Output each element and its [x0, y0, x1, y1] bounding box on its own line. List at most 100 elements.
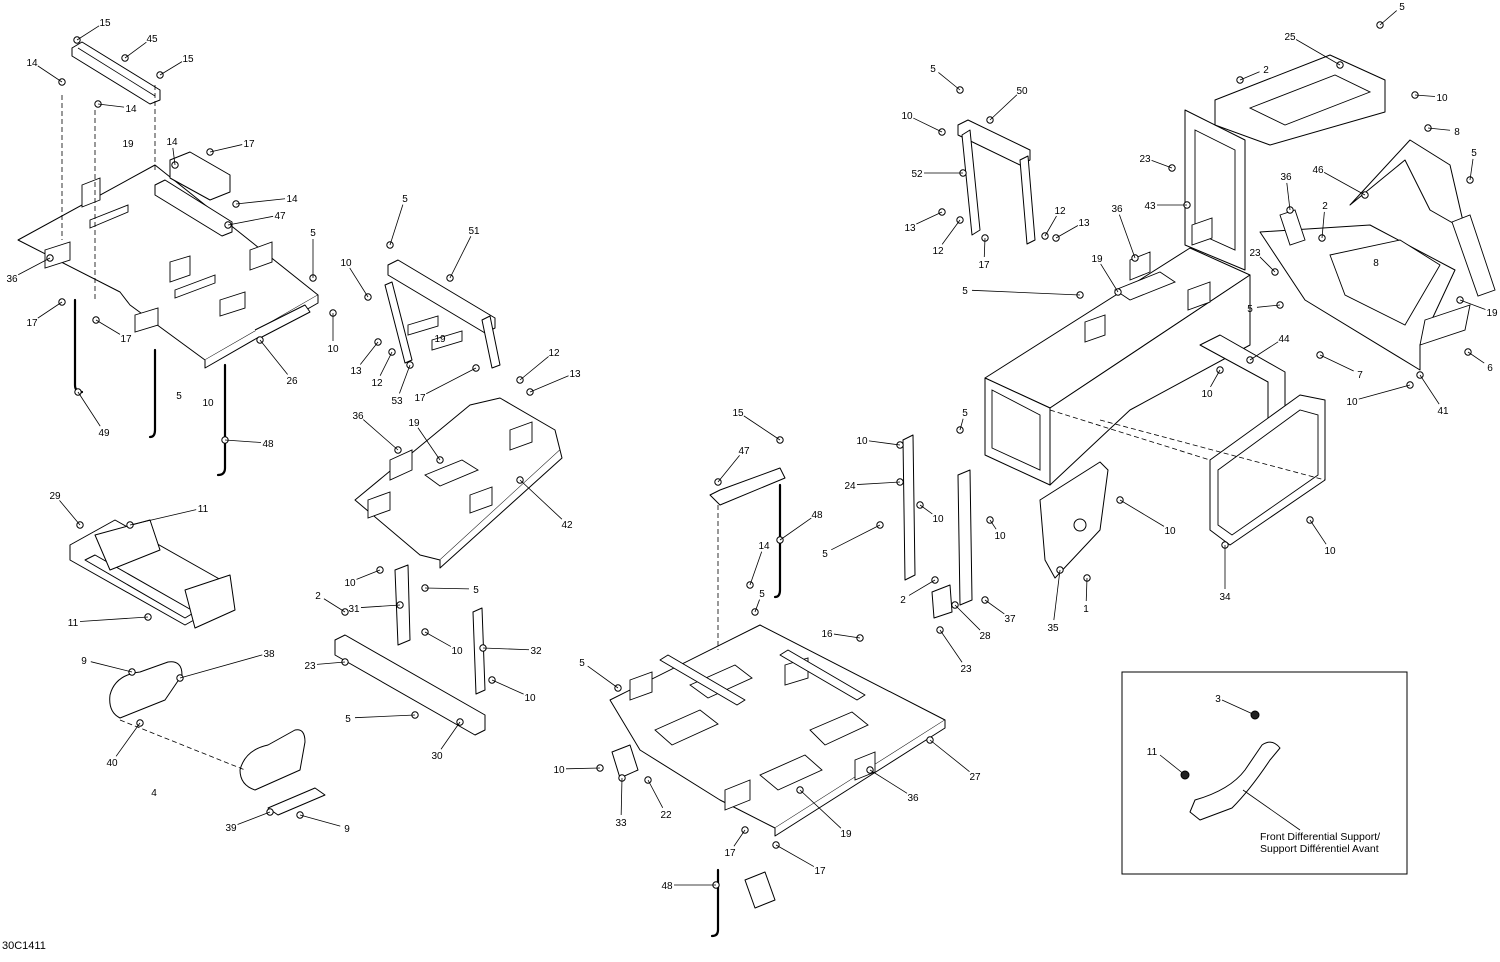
leader-line	[129, 509, 197, 526]
callout-31: 31	[348, 604, 360, 615]
callout-11: 11	[198, 504, 209, 515]
callout-42: 42	[561, 520, 573, 531]
callout-36: 36	[907, 793, 919, 804]
leader-line	[79, 616, 149, 622]
leader-line	[799, 789, 842, 829]
leader-line	[360, 604, 401, 608]
callout-2: 2	[1322, 201, 1328, 212]
inset-frame	[1121, 671, 1408, 875]
part-49-rod-2	[148, 348, 157, 439]
leader-line	[916, 211, 943, 225]
part-44-bracket	[1199, 334, 1286, 424]
callout-10: 10	[344, 578, 356, 589]
leader-line	[76, 25, 100, 41]
callout-5: 5	[579, 658, 585, 669]
callout-35: 35	[1047, 623, 1059, 634]
callout-23: 23	[1139, 154, 1151, 165]
callout-5: 5	[473, 585, 479, 596]
leader-line	[856, 481, 901, 485]
leader-line	[779, 517, 812, 541]
leader-line	[1100, 263, 1119, 293]
callout-2: 2	[900, 595, 906, 606]
part-19-pad-right	[1419, 214, 1496, 346]
leader-line	[587, 665, 619, 689]
leader-line	[1467, 351, 1485, 364]
part-49-rod	[73, 298, 84, 394]
callout-14: 14	[758, 541, 770, 552]
callout-39: 39	[225, 823, 237, 834]
leader-line	[440, 721, 461, 750]
callout-12: 12	[548, 348, 560, 359]
callout-19: 19	[122, 139, 134, 150]
leader-line	[941, 219, 961, 245]
leader-line	[1469, 158, 1474, 181]
leader-line	[831, 524, 881, 551]
leader-line	[227, 215, 274, 226]
part-42-tray	[354, 397, 563, 569]
part-clip-bottom	[744, 871, 776, 909]
leader-line	[929, 739, 970, 772]
leader-line	[1286, 182, 1291, 211]
leader-line	[1414, 94, 1436, 97]
callout-32: 32	[530, 646, 542, 657]
callout-53: 53	[391, 396, 403, 407]
callout-8: 8	[1454, 127, 1460, 138]
callout-5: 5	[176, 391, 182, 402]
part-39-bar	[267, 787, 326, 816]
leader-line	[1256, 304, 1281, 308]
callout-8: 8	[1373, 258, 1379, 269]
leader-line	[37, 65, 63, 83]
leader-line	[59, 500, 81, 526]
callout-1: 1	[1083, 604, 1089, 615]
callout-5: 5	[759, 589, 765, 600]
leader-line	[379, 351, 393, 376]
callout-41: 41	[1437, 406, 1449, 417]
leader-line	[1319, 354, 1354, 372]
leader-line	[989, 519, 997, 530]
leader-line	[1053, 569, 1061, 621]
callout-22: 22	[660, 810, 672, 821]
callout-5: 5	[345, 714, 351, 725]
callout-48: 48	[262, 439, 274, 450]
callout-19: 19	[408, 418, 420, 429]
callout-9: 9	[344, 824, 350, 835]
inset-caption-line1: Front Differential Support/	[1260, 831, 1380, 843]
callout-5: 5	[962, 408, 968, 419]
callout-47: 47	[274, 211, 286, 222]
callout-13: 13	[1078, 218, 1090, 229]
callout-44: 44	[1278, 334, 1290, 345]
callout-19: 19	[1091, 254, 1103, 265]
callout-52: 52	[911, 169, 923, 180]
callout-49: 49	[98, 428, 110, 439]
leader-line	[1055, 225, 1079, 239]
callout-10: 10	[553, 765, 565, 776]
callout-26: 26	[286, 376, 298, 387]
callout-30: 30	[431, 751, 443, 762]
part-28-clip	[931, 584, 953, 619]
leader-line	[18, 257, 51, 276]
leader-line	[235, 198, 286, 205]
leader-line	[519, 356, 549, 381]
leader-line	[449, 236, 472, 279]
callout-10: 10	[856, 436, 868, 447]
callout-10: 10	[932, 514, 944, 525]
part-24-upright	[902, 434, 916, 581]
callout-17: 17	[978, 260, 990, 271]
callout-11: 11	[68, 618, 79, 629]
callout-10: 10	[524, 693, 536, 704]
callout-5: 5	[1471, 148, 1477, 159]
leader-line	[1379, 10, 1397, 26]
callout-13: 13	[904, 223, 916, 234]
callout-12: 12	[371, 378, 383, 389]
callout-25: 25	[1284, 32, 1296, 43]
leader-line	[954, 604, 981, 631]
callout-29: 29	[49, 491, 61, 502]
callout-14: 14	[26, 58, 38, 69]
leader-line	[1323, 172, 1366, 196]
callout-17: 17	[243, 139, 255, 150]
leader-line	[1210, 369, 1221, 388]
part-30-rail	[334, 634, 486, 736]
callout-38: 38	[263, 649, 275, 660]
callout-51: 51	[468, 226, 480, 237]
callout-11: 11	[1147, 747, 1158, 758]
